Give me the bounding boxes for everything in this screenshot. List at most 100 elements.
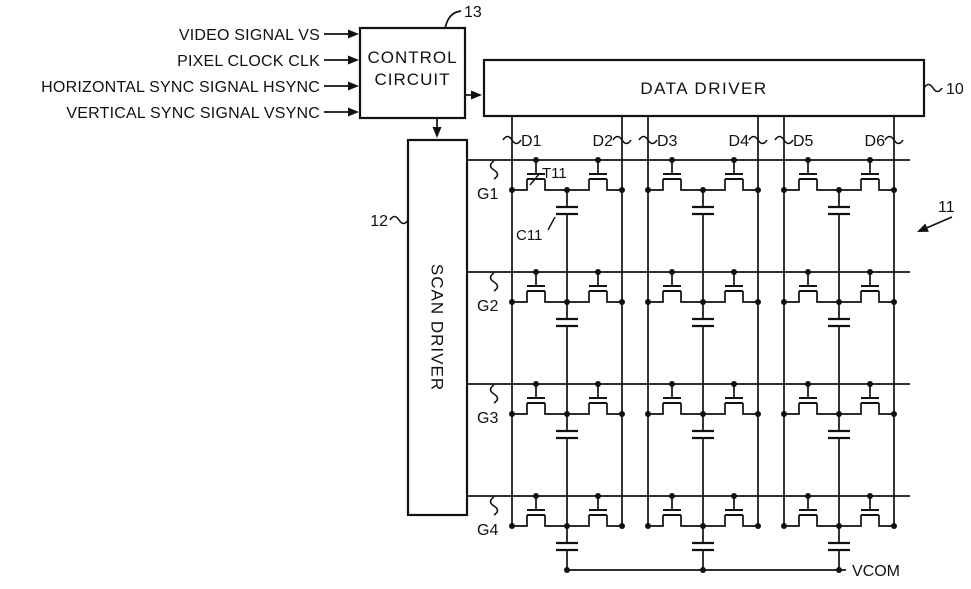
reference-tilde bbox=[389, 215, 409, 225]
gate-junction-dot bbox=[595, 381, 601, 387]
tft-source bbox=[878, 403, 894, 415]
scan-driver-block: SCAN DRIVER bbox=[406, 138, 469, 517]
tft-source bbox=[512, 403, 528, 415]
data-tap-dot bbox=[781, 299, 787, 305]
input-label-vertical-sync: VERTICAL SYNC SIGNAL VSYNC bbox=[66, 105, 320, 122]
gate-junction-dot bbox=[533, 269, 539, 275]
data-tap-dot bbox=[619, 411, 625, 417]
gate-line-label: G1 bbox=[477, 186, 498, 203]
data-line-label: D3 bbox=[657, 133, 678, 150]
tft-source bbox=[606, 515, 622, 527]
transistor-ref-label: T11 bbox=[542, 165, 567, 182]
tft-source bbox=[512, 179, 528, 191]
ref-leader bbox=[529, 172, 541, 186]
reference-tilde bbox=[884, 135, 904, 145]
gate-junction-dot bbox=[731, 269, 737, 275]
data-tap-dot bbox=[645, 411, 651, 417]
tft-source bbox=[512, 515, 528, 527]
reference-tilde bbox=[489, 496, 499, 516]
tft-drain bbox=[567, 403, 590, 415]
data-tap-dot bbox=[781, 187, 787, 193]
tft-source bbox=[784, 179, 800, 191]
tft-drain bbox=[816, 515, 839, 527]
data-tap-dot bbox=[619, 523, 625, 529]
data-tap-dot bbox=[509, 411, 515, 417]
tft-source bbox=[648, 403, 664, 415]
gate-junction-dot bbox=[805, 269, 811, 275]
ref-13-leader bbox=[444, 10, 462, 30]
tft-source bbox=[878, 291, 894, 303]
data-tap-dot bbox=[619, 187, 625, 193]
data-tap-dot bbox=[891, 187, 897, 193]
data-tap-dot bbox=[781, 523, 787, 529]
tft-drain bbox=[567, 179, 590, 191]
data-line-label: D6 bbox=[865, 133, 886, 150]
tft-drain bbox=[680, 515, 703, 527]
data-tap-dot bbox=[645, 187, 651, 193]
gate-junction-dot bbox=[533, 493, 539, 499]
control-circuit-box bbox=[358, 26, 467, 120]
reference-tilde bbox=[489, 384, 499, 404]
tft-drain bbox=[680, 403, 703, 415]
tft-source bbox=[742, 515, 758, 527]
data-tap-dot bbox=[645, 299, 651, 305]
gate-line-label: G2 bbox=[477, 298, 498, 315]
data-tap-dot bbox=[781, 411, 787, 417]
arrowhead-icon bbox=[348, 107, 359, 117]
data-driver-block: DATA DRIVER bbox=[482, 58, 926, 118]
input-label-horizontal-sync: HORIZONTAL SYNC SIGNAL HSYNC bbox=[41, 79, 320, 96]
reference-tilde bbox=[923, 83, 943, 93]
tft-drain bbox=[703, 515, 726, 527]
capacitor-ref-label: C11 bbox=[516, 227, 542, 244]
scan-driver-label: SCAN DRIVER bbox=[428, 264, 447, 391]
scan-driver-box bbox=[406, 138, 469, 517]
data-line-label: D2 bbox=[593, 133, 614, 150]
tft-drain bbox=[703, 291, 726, 303]
tft-drain bbox=[703, 403, 726, 415]
tft-source bbox=[878, 515, 894, 527]
data-tap-dot bbox=[891, 523, 897, 529]
gate-junction-dot bbox=[595, 493, 601, 499]
arrowhead-icon bbox=[432, 127, 442, 138]
control-circuit-label-line1: CONTROL bbox=[367, 48, 457, 67]
gate-junction-dot bbox=[867, 269, 873, 275]
reference-numerals: 13 10 12 11 bbox=[370, 4, 964, 230]
input-label-video-signal: VIDEO SIGNAL VS bbox=[179, 27, 320, 44]
tft-drain bbox=[816, 291, 839, 303]
data-tap-dot bbox=[619, 299, 625, 305]
tft-source bbox=[512, 291, 528, 303]
gate-junction-dot bbox=[867, 381, 873, 387]
gate-junction-dot bbox=[731, 157, 737, 163]
gate-junction-dot bbox=[533, 157, 539, 163]
data-line-label: D1 bbox=[521, 133, 542, 150]
tft-drain bbox=[839, 403, 862, 415]
tft-drain bbox=[544, 291, 567, 303]
gate-junction-dot bbox=[805, 157, 811, 163]
gate-line-label: G4 bbox=[477, 522, 498, 539]
pixel-array-ref-arrow bbox=[924, 216, 953, 230]
tft-drain bbox=[703, 179, 726, 191]
reference-tilde bbox=[489, 160, 499, 180]
arrowhead-icon bbox=[471, 90, 482, 100]
tft-source bbox=[742, 179, 758, 191]
tft-drain bbox=[680, 291, 703, 303]
data-tap-dot bbox=[755, 411, 761, 417]
gate-junction-dot bbox=[669, 269, 675, 275]
gate-junction-dot bbox=[533, 381, 539, 387]
tft-drain bbox=[680, 179, 703, 191]
tft-drain bbox=[839, 515, 862, 527]
data-driver-label: DATA DRIVER bbox=[640, 79, 767, 98]
input-signal-labels: VIDEO SIGNAL VS PIXEL CLOCK CLK HORIZONT… bbox=[41, 27, 320, 122]
control-circuit-label-line2: CIRCUIT bbox=[375, 70, 451, 89]
tft-source bbox=[606, 403, 622, 415]
arrowhead-icon bbox=[348, 55, 359, 65]
data-line-label: D5 bbox=[793, 133, 814, 150]
data-tap-dot bbox=[509, 299, 515, 305]
data-driver-box bbox=[482, 58, 926, 118]
data-tap-dot bbox=[891, 299, 897, 305]
ref-10-data-driver: 10 bbox=[946, 81, 964, 98]
tft-source bbox=[606, 179, 622, 191]
reference-tilde bbox=[638, 135, 658, 145]
